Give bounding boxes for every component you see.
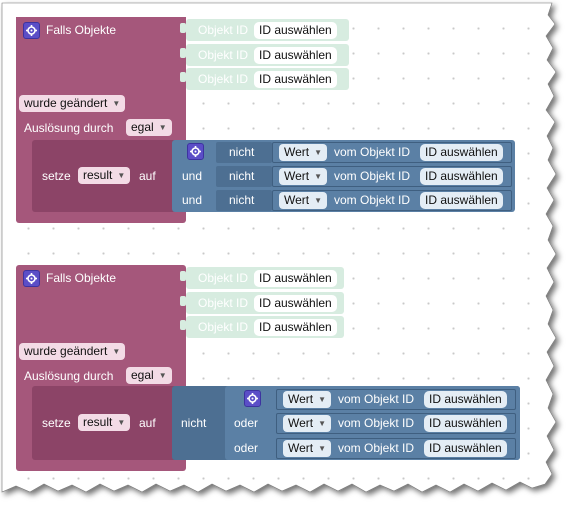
object-id-label: Objekt ID (198, 23, 249, 37)
mutator-gear-icon[interactable] (244, 390, 261, 407)
setze-label: setze (42, 169, 71, 183)
ausloesung-dropdown[interactable]: egal ▼ (126, 119, 172, 136)
object-id-row[interactable]: Objekt ID ID auswählen (186, 68, 349, 90)
join-label: oder (234, 416, 259, 430)
property-value: Wert (288, 392, 314, 406)
mutator-gear-icon[interactable] (23, 270, 40, 287)
id-select-field[interactable]: ID auswählen (254, 319, 337, 336)
connector-tab (180, 23, 186, 33)
property-value: Wert (284, 169, 310, 183)
connector-tab (180, 48, 186, 58)
ausloesung-label: Auslösung durch (24, 369, 114, 383)
not-block[interactable] (216, 142, 272, 163)
from-object-label: vom Objekt ID (334, 193, 411, 207)
ausloesung-label: Auslösung durch (24, 121, 114, 135)
id-select-field[interactable]: ID auswählen (420, 144, 503, 161)
ausloesung-dropdown[interactable]: egal ▼ (126, 367, 172, 384)
trigger-dropdown-label: wurde geändert (24, 96, 108, 110)
id-select-field[interactable]: ID auswählen (420, 192, 503, 209)
negation-label: nicht (229, 169, 255, 183)
object-id-row[interactable]: Objekt ID ID auswählen (186, 267, 344, 289)
from-object-label: vom Objekt ID (338, 416, 415, 430)
property-value: Wert (288, 416, 314, 430)
chevron-down-icon: ▼ (117, 418, 126, 427)
chevron-down-icon: ▼ (112, 99, 121, 108)
join-label: oder (234, 441, 259, 455)
connector-tab (180, 271, 186, 281)
object-id-label: Objekt ID (198, 72, 249, 86)
setze-label: setze (42, 416, 71, 430)
object-id-label: Objekt ID (198, 296, 249, 310)
chevron-down-icon: ▼ (314, 196, 323, 205)
property-dropdown[interactable]: Wert ▼ (283, 391, 332, 408)
property-value: Wert (284, 193, 310, 207)
mutator-gear-icon[interactable] (187, 143, 204, 160)
trigger-dropdown[interactable]: wurde geändert ▼ (19, 95, 126, 112)
connector-tab (180, 72, 186, 82)
id-select-field[interactable]: ID auswählen (254, 295, 337, 312)
object-id-label: Objekt ID (198, 48, 249, 62)
id-select-field[interactable]: ID auswählen (424, 391, 507, 408)
id-select-field[interactable]: ID auswählen (254, 22, 337, 39)
negation-label: nicht (229, 193, 255, 207)
id-select-field[interactable]: ID auswählen (254, 270, 337, 287)
property-dropdown[interactable]: Wert ▼ (283, 415, 332, 432)
ausloesung-value: egal (131, 368, 154, 382)
object-id-row[interactable]: Objekt ID ID auswählen (186, 19, 349, 41)
variable-dropdown[interactable]: result ▼ (78, 414, 131, 431)
negation-label: nicht (181, 416, 207, 430)
chevron-down-icon: ▼ (314, 172, 323, 181)
property-value: Wert (288, 441, 314, 455)
property-value: Wert (284, 145, 310, 159)
auf-label: auf (139, 169, 156, 183)
not-block[interactable] (216, 166, 272, 187)
chevron-down-icon: ▼ (314, 148, 323, 157)
chevron-down-icon: ▼ (318, 444, 327, 453)
join-label: und (182, 193, 203, 207)
id-select-field[interactable]: ID auswählen (254, 47, 337, 64)
variable-name: result (83, 415, 113, 429)
not-block[interactable] (216, 190, 272, 211)
join-label: und (182, 169, 203, 183)
property-dropdown[interactable]: Wert ▼ (283, 440, 332, 457)
from-object-label: vom Objekt ID (338, 441, 415, 455)
chevron-down-icon: ▼ (112, 347, 121, 356)
from-object-label: vom Objekt ID (334, 169, 411, 183)
connector-tab (180, 320, 186, 330)
object-id-row[interactable]: Objekt ID ID auswählen (186, 292, 344, 314)
from-object-label: vom Objekt ID (334, 145, 411, 159)
id-select-field[interactable]: ID auswählen (424, 440, 507, 457)
chevron-down-icon: ▼ (158, 371, 167, 380)
property-dropdown[interactable]: Wert ▼ (279, 168, 328, 185)
object-id-row[interactable]: Objekt ID ID auswählen (186, 316, 344, 338)
property-dropdown[interactable]: Wert ▼ (279, 192, 328, 209)
variable-name: result (83, 168, 113, 182)
chevron-down-icon: ▼ (318, 395, 327, 404)
from-object-label: vom Objekt ID (338, 392, 415, 406)
chevron-down-icon: ▼ (117, 171, 126, 180)
chevron-down-icon: ▼ (158, 123, 167, 132)
trigger-dropdown[interactable]: wurde geändert ▼ (19, 343, 126, 360)
ausloesung-value: egal (131, 120, 154, 134)
object-id-label: Objekt ID (198, 320, 249, 334)
id-select-field[interactable]: ID auswählen (254, 71, 337, 88)
chevron-down-icon: ▼ (318, 419, 327, 428)
object-id-label: Objekt ID (198, 271, 249, 285)
object-id-row[interactable]: Objekt ID ID auswählen (186, 44, 349, 66)
id-select-field[interactable]: ID auswählen (424, 415, 507, 432)
connector-tab (180, 296, 186, 306)
block-header: Falls Objekte (46, 23, 117, 37)
mutator-gear-icon[interactable] (23, 22, 40, 39)
block-header: Falls Objekte (46, 271, 117, 285)
trigger-dropdown-label: wurde geändert (24, 344, 108, 358)
id-select-field[interactable]: ID auswählen (420, 168, 503, 185)
property-dropdown[interactable]: Wert ▼ (279, 144, 328, 161)
negation-label: nicht (229, 145, 255, 159)
auf-label: auf (139, 416, 156, 430)
variable-dropdown[interactable]: result ▼ (78, 167, 131, 184)
